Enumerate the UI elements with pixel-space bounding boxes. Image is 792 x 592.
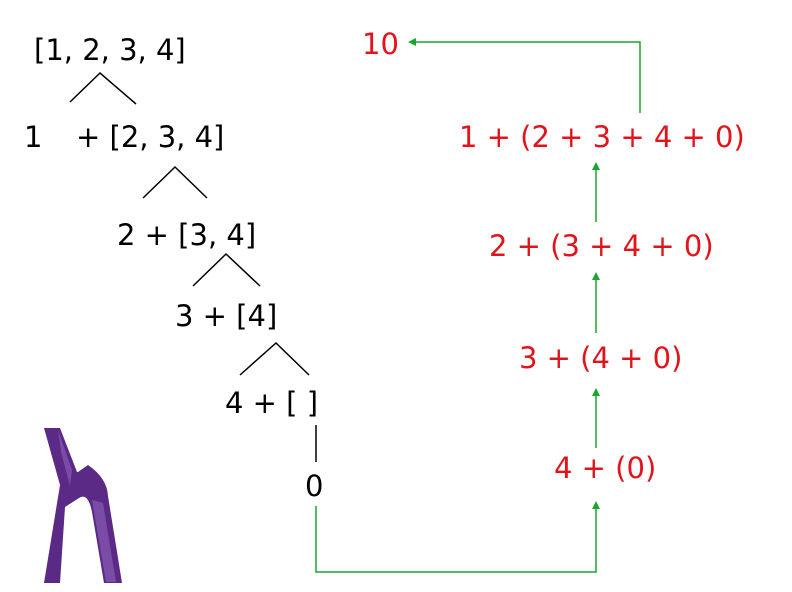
tree-level3: 3 + [4]	[175, 299, 277, 333]
final-result: 10	[362, 27, 399, 61]
tree-level1-rest: + [2, 3, 4]	[76, 120, 224, 154]
tree-level4: 4 + [ ]	[225, 386, 318, 420]
step2-expression: 2 + (3 + 4 + 0)	[489, 229, 714, 263]
tree-level2: 2 + [3, 4]	[117, 218, 256, 252]
step4-expression: 4 + (0)	[554, 451, 656, 485]
arrow-step1-to-result	[408, 38, 641, 113]
tree-branch-0	[69, 71, 137, 105]
haskell-logo-icon	[44, 428, 122, 583]
connector-arrow	[315, 501, 600, 573]
tree-branch-2	[192, 252, 261, 287]
step1-expression: 1 + (2 + 3 + 4 + 0)	[459, 120, 745, 154]
tree-branch-3	[239, 341, 310, 376]
tree-base-zero: 0	[305, 469, 323, 503]
tree-branch-1	[142, 165, 208, 199]
tree-level1-head: 1	[24, 120, 42, 154]
step3-expression: 3 + (4 + 0)	[519, 341, 682, 375]
tree-level0-list: [1, 2, 3, 4]	[34, 33, 186, 67]
